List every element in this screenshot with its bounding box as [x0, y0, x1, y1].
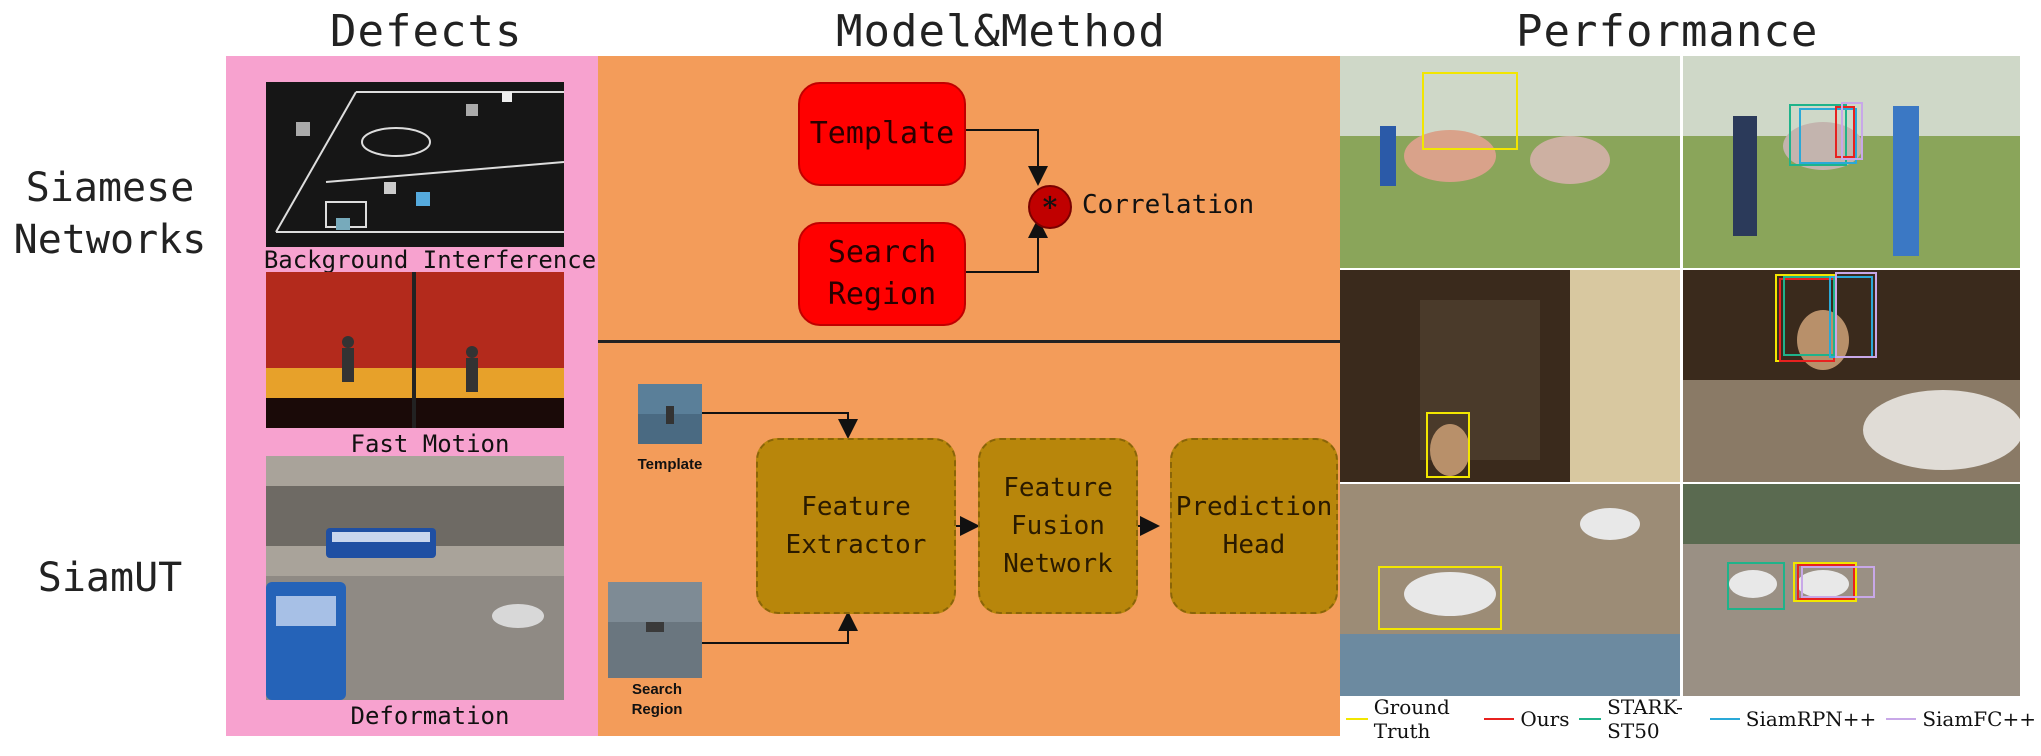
background-interference-image [266, 82, 564, 247]
feature-fusion-network-box: Feature Fusion Network [978, 438, 1138, 614]
siamrpn-bbox [1799, 108, 1857, 164]
siamfc-bbox [1835, 272, 1877, 358]
siamese-template-box: Template [798, 82, 966, 186]
method-header: Model&Method [836, 6, 1166, 57]
row-label-siamut: SiamUT [37, 555, 183, 601]
method-panel [598, 56, 1340, 736]
legend-item-stark: STARK-ST50 [1579, 695, 1699, 743]
row-label-siamese: Siamese Networks [13, 165, 207, 263]
legend: Ground Truth Ours STARK-ST50 SiamRPN++ S… [1346, 695, 2041, 743]
siamut-connectors [702, 412, 1160, 644]
stark-bbox [1783, 276, 1835, 356]
legend-item-siamfc: SiamFC++ [1886, 707, 2036, 731]
legend-swatch [1346, 718, 1368, 720]
legend-label: SiamRPN++ [1745, 707, 1877, 731]
performance-header: Performance [1516, 6, 1819, 57]
feature-extractor-box: Feature Extractor [756, 438, 956, 614]
performance-grid [1340, 56, 2020, 696]
legend-label: STARK-ST50 [1607, 695, 1683, 743]
siamese-connectors [963, 129, 1048, 273]
siamfc-bbox [1841, 102, 1863, 160]
legend-swatch [1484, 718, 1515, 720]
result-image-deer-1 [1340, 270, 1680, 482]
siamfc-bbox [1801, 566, 1875, 598]
defect-caption-fast-motion: Fast Motion [350, 430, 510, 458]
legend-label: Ours [1520, 707, 1570, 731]
gt-bbox [1378, 566, 1502, 630]
template-thumbnail-label: Template [637, 456, 703, 473]
stark-bbox [1727, 562, 1785, 610]
defects-header: Defects [330, 6, 523, 57]
legend-swatch [1709, 718, 1740, 720]
ours-bbox [1797, 564, 1855, 600]
legend-label: SiamFC++ [1922, 707, 2036, 731]
template-thumbnail [638, 384, 702, 444]
result-image-zebra-1 [1340, 484, 1680, 696]
correlation-node: * [1028, 185, 1072, 229]
prediction-head-box: Prediction Head [1170, 438, 1338, 614]
correlation-label: Correlation [1082, 190, 1255, 220]
search-region-thumbnail-label: Search Region [631, 681, 683, 718]
fast-motion-image [266, 272, 564, 428]
legend-item-siamrpn: SiamRPN++ [1709, 707, 1877, 731]
defect-caption-deformation: Deformation [350, 702, 510, 730]
legend-swatch [1579, 718, 1602, 720]
result-image-deer-2 [1683, 270, 2020, 482]
result-image-bulls-2 [1683, 56, 2020, 268]
legend-label: Ground Truth [1373, 695, 1450, 743]
ours-bbox [1835, 106, 1855, 158]
result-image-bulls-1 [1340, 56, 1680, 268]
gt-bbox [1426, 412, 1470, 478]
method-divider [598, 340, 1340, 343]
legend-item-ground-truth: Ground Truth [1346, 695, 1474, 743]
result-image-zebra-2 [1683, 484, 2020, 696]
gt-bbox [1793, 562, 1857, 602]
gt-bbox [1422, 72, 1518, 150]
deformation-image [266, 456, 564, 700]
legend-swatch [1886, 718, 1917, 720]
legend-item-ours: Ours [1484, 707, 1569, 731]
defect-caption-background: Background Interference [263, 246, 597, 274]
stark-bbox [1789, 104, 1847, 166]
siamese-search-region-box: Search Region [798, 222, 966, 326]
search-region-thumbnail [608, 582, 702, 678]
